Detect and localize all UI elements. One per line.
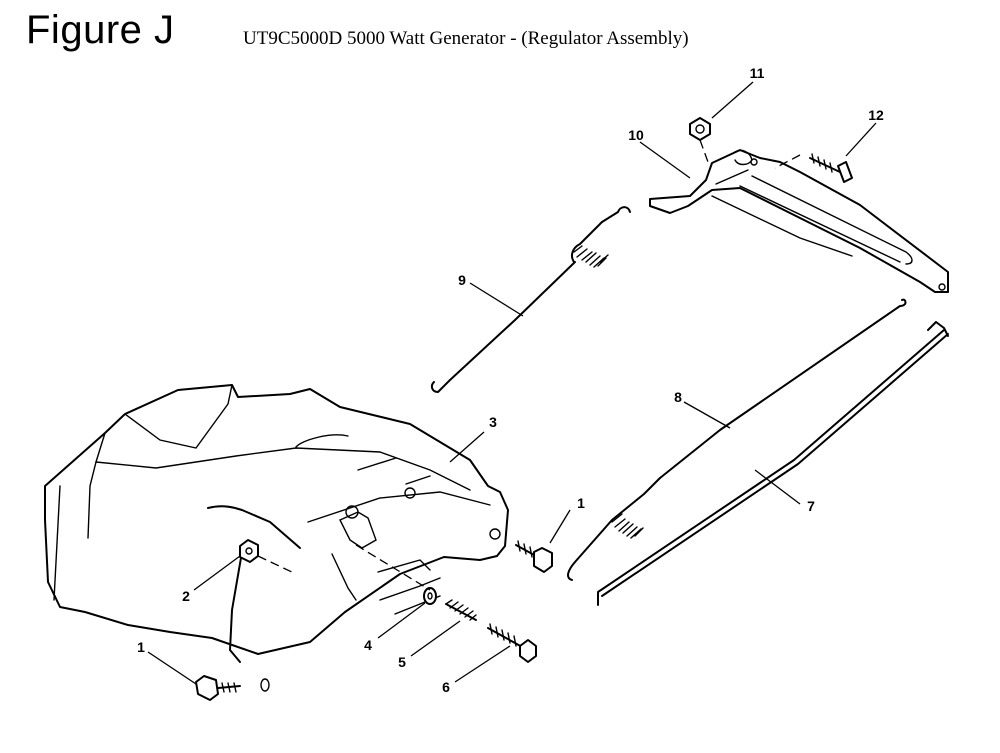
long-bolt-part: [487, 623, 537, 663]
callout-10: 10: [628, 127, 644, 143]
centerline: [355, 544, 431, 591]
control-housing-part: [44, 384, 509, 655]
figure-label: Figure J: [26, 8, 175, 52]
callout-1-lower: 1: [137, 639, 145, 655]
callout-6: 6: [442, 679, 450, 695]
centerline: [257, 555, 297, 575]
callout-4: 4: [364, 637, 372, 653]
callout-3: 3: [489, 414, 497, 430]
centerline: [699, 139, 709, 163]
callout-1: 1: [577, 495, 585, 511]
regulator-bracket-part: [649, 149, 949, 293]
callout-8: 8: [674, 389, 682, 405]
hex-bolt-part: [515, 540, 553, 573]
callout-5: 5: [398, 654, 406, 670]
hex-bolt-left-part: [195, 675, 270, 701]
callout-12: 12: [868, 107, 884, 123]
callout-11: 11: [750, 65, 765, 81]
governor-rod-part: [597, 321, 949, 606]
long-spring-rod-part: [567, 298, 907, 581]
leader-lines: [147, 81, 877, 685]
screw-part: [774, 153, 853, 183]
diagram-title: UT9C5000D 5000 Watt Generator - (Regulat…: [243, 28, 689, 49]
callout-7: 7: [807, 498, 815, 514]
callout-9: 9: [458, 272, 466, 288]
nut-part: [689, 117, 711, 141]
small-spring-part: [445, 599, 477, 621]
callout-2: 2: [182, 588, 190, 604]
spring-rod-part: [430, 206, 631, 393]
washer-part: [423, 587, 437, 605]
